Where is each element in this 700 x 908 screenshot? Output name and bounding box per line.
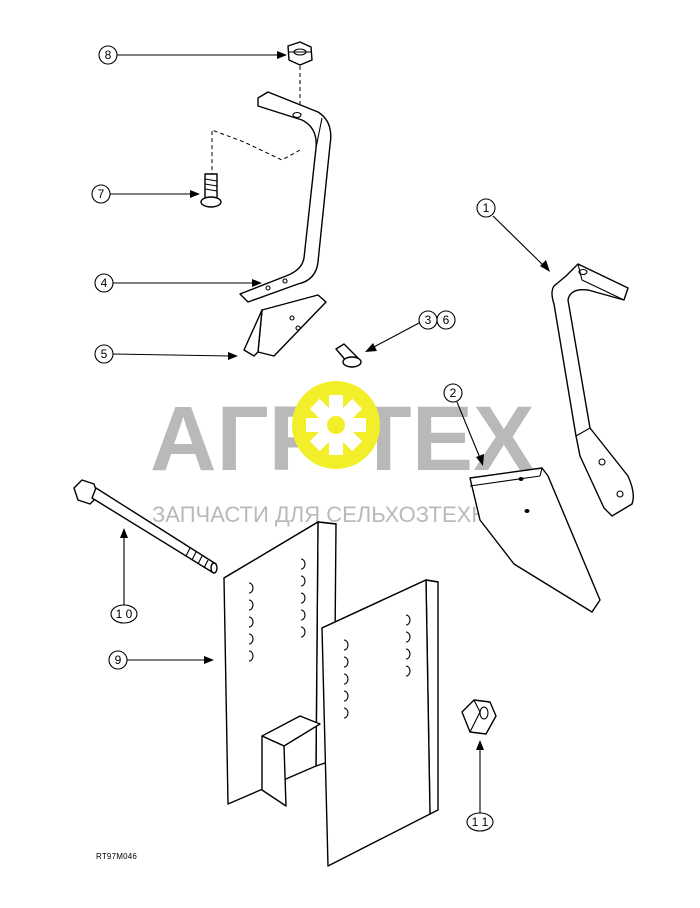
part-10-long-bolt bbox=[73, 479, 218, 574]
callout-8: 8 bbox=[98, 45, 287, 65]
callout-5-label: 5 bbox=[101, 347, 108, 361]
callout-4: 4 bbox=[94, 273, 262, 293]
part-9-clamp bbox=[223, 521, 439, 867]
callout-6-label: 6 bbox=[443, 313, 450, 327]
part-7-bolt bbox=[200, 173, 222, 208]
callout-11: 1 1 bbox=[466, 740, 494, 832]
callout-5: 5 bbox=[94, 344, 238, 364]
part-4-small-shank bbox=[239, 91, 332, 303]
part-2-large-share bbox=[469, 467, 601, 613]
callout-7-label: 7 bbox=[98, 187, 105, 201]
gear-logo-icon bbox=[292, 381, 380, 469]
callout-4-label: 4 bbox=[101, 276, 108, 290]
callout-10-label: 1 0 bbox=[116, 607, 133, 621]
watermark-tagline: ЗАПЧАСТИ ДЛЯ СЕЛЬХОЗТЕХНИКИ bbox=[152, 502, 532, 527]
callout-1: 1 bbox=[476, 198, 550, 272]
callout-2: 2 bbox=[443, 383, 484, 466]
part-3-6-plow-bolt bbox=[335, 343, 362, 368]
callout-3-6: 3 6 bbox=[365, 310, 456, 352]
watermark: АГР ТЕХ ЗАПЧАСТИ ДЛЯ СЕЛЬХОЗТЕХНИКИ bbox=[150, 381, 534, 527]
part-5-small-point bbox=[243, 294, 327, 357]
part-11-nut bbox=[461, 699, 497, 735]
callout-9-label: 9 bbox=[115, 653, 122, 667]
part-1-large-shank bbox=[551, 263, 635, 517]
callout-1-label: 1 bbox=[483, 201, 490, 215]
callout-3-label: 3 bbox=[425, 313, 432, 327]
callout-2-label: 2 bbox=[450, 386, 457, 400]
callout-9: 9 bbox=[108, 650, 214, 670]
part-7-assembly-line bbox=[211, 129, 301, 175]
part-8-nut bbox=[287, 41, 313, 66]
callout-10: 1 0 bbox=[110, 528, 138, 624]
reference-code: RT97M046 bbox=[96, 852, 138, 861]
callout-11-label: 1 1 bbox=[472, 815, 489, 829]
callout-8-label: 8 bbox=[105, 48, 112, 62]
callout-7: 7 bbox=[91, 184, 200, 204]
